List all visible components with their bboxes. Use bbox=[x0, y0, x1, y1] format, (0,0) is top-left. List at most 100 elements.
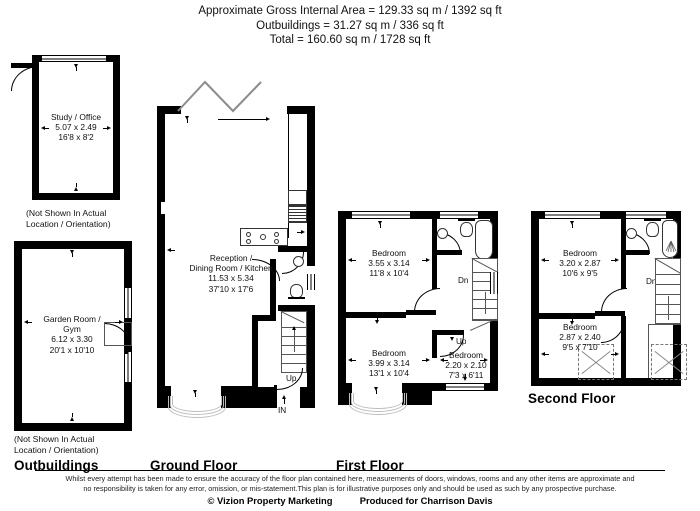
reception-room-label: Reception / Dining Room / Kitchen 11.53 … bbox=[172, 253, 290, 294]
sf-wall-mid-right bbox=[595, 311, 625, 316]
gross-internal-area: Approximate Gross Internal Area = 129.33… bbox=[198, 5, 502, 17]
ff-landing-window bbox=[490, 272, 498, 294]
ff-bay-arc-1 bbox=[349, 393, 407, 415]
gf-tick-left-stem bbox=[171, 249, 175, 251]
kitchen-appliance bbox=[288, 205, 307, 223]
hob-burner-2 bbox=[246, 239, 251, 244]
study-name: Study / Office bbox=[50, 112, 102, 122]
gf-entrance-label: IN bbox=[278, 406, 287, 415]
hob-burner-4 bbox=[274, 232, 279, 237]
hob-burner-5 bbox=[274, 239, 279, 244]
ff-tick-small-left-stem bbox=[444, 359, 448, 361]
sf-tick-left-lower-stem bbox=[545, 353, 549, 355]
ground-floor-title: Ground Floor bbox=[150, 458, 238, 473]
sf-tick-left-upper-stem bbox=[545, 259, 549, 261]
bifold-doors-icon bbox=[177, 80, 262, 113]
ff-stair-step-3 bbox=[472, 290, 498, 291]
gf-wall-hall-top bbox=[278, 246, 315, 252]
sf-landing-wall-line bbox=[648, 324, 649, 378]
gf-bay-arc-2 bbox=[170, 396, 224, 415]
gf-tick-left bbox=[167, 248, 171, 252]
garden-imperial: 20'1 x 10'10 bbox=[49, 344, 95, 355]
kitchen-sink bbox=[288, 190, 307, 205]
ff-bedroom-rear-label: Bedroom 3.99 x 3.14 13'1 x 10'4 bbox=[352, 348, 426, 379]
gf-stairs-up-label: Up bbox=[286, 374, 297, 383]
study-tick-left bbox=[41, 126, 45, 130]
outbuildings-title: Outbuildings bbox=[14, 458, 99, 473]
ff-bay-tick bbox=[374, 387, 378, 391]
sf-tick-right-lower-stem bbox=[611, 353, 615, 355]
garden-wall-top bbox=[14, 241, 132, 249]
sf-wall-front bbox=[531, 378, 681, 386]
gf-tick-right bbox=[301, 230, 305, 234]
produced-for-text: Produced for Charrison Davis bbox=[359, 495, 493, 507]
gf-bay-arc-3 bbox=[172, 396, 222, 412]
study-metric: 5.07 x 2.49 bbox=[55, 122, 97, 133]
ff-bedroom-small-imperial: 7'3 x 6'11 bbox=[448, 370, 484, 381]
sf-wall-rear-bed-right bbox=[621, 316, 626, 378]
gf-wall-right-rear bbox=[307, 106, 315, 266]
sf-dormer-front-right-cross bbox=[651, 344, 687, 380]
area-summary: Approximate Gross Internal Area = 129.33… bbox=[0, 4, 700, 48]
garden-room-label: Garden Room / Gym 6.12 x 3.30 20'1 x 10'… bbox=[22, 314, 122, 355]
ff-tick-rear bbox=[378, 221, 382, 225]
garden-tick-left bbox=[24, 320, 28, 324]
wc-basin bbox=[293, 256, 304, 267]
gf-entrance-arrow bbox=[282, 395, 286, 399]
study-location-note: (Not Shown In Actual Location / Orientat… bbox=[26, 208, 111, 229]
gf-stair-direction-arrow bbox=[291, 326, 296, 330]
ff-window-bedroom bbox=[352, 211, 410, 219]
ff-tick-mid-stem bbox=[376, 317, 378, 321]
ff-tick-left-upper bbox=[348, 258, 352, 262]
ff-bedroom-door-swing bbox=[414, 288, 440, 312]
sf-wall-left bbox=[531, 211, 539, 386]
gf-tick-rear bbox=[185, 116, 189, 120]
gf-wall-wc-bottom bbox=[278, 305, 315, 311]
garden-tick-left-stem bbox=[28, 321, 32, 323]
gf-bay-wall-left bbox=[157, 386, 171, 408]
sf-bedroom-door-swing bbox=[601, 288, 627, 312]
study-tick-right bbox=[107, 126, 111, 130]
study-office-label: Study / Office 5.07 x 2.49 16'8 x 8'2 bbox=[36, 112, 116, 143]
outbuildings-area: Outbuildings = 31.27 sq m / 336 sq ft bbox=[256, 19, 444, 32]
study-tick-top bbox=[74, 64, 78, 68]
garden-tick-bottom bbox=[70, 417, 74, 421]
ff-bay-wall-right bbox=[402, 383, 432, 405]
garden-tick-top bbox=[70, 250, 74, 254]
sf-tick-rear-stem bbox=[571, 224, 573, 228]
garden-tick-bottom-stem bbox=[71, 413, 73, 417]
total-area: Total = 160.60 sq m / 1728 sq ft bbox=[269, 34, 431, 46]
gf-wall-right-front bbox=[307, 311, 315, 391]
ff-bedroom-rear-metric: 3.99 x 3.14 bbox=[368, 358, 410, 369]
garden-window-lower bbox=[124, 352, 132, 382]
ff-bedroom-front-name: Bedroom bbox=[372, 248, 406, 258]
ff-bedroom-rear-imperial: 13'1 x 10'4 bbox=[369, 368, 409, 379]
ff-wall-rear bbox=[338, 211, 498, 219]
ff-bedroom-small-metric: 2.20 x 2.10 bbox=[445, 360, 487, 371]
ff-small-bed-window bbox=[446, 383, 484, 391]
ff-bedroom-front-label: Bedroom 3.55 x 3.14 11'8 x 10'4 bbox=[352, 248, 426, 279]
copyright-text: © Vizion Property Marketing bbox=[207, 495, 333, 507]
ff-tick-right-upper bbox=[426, 258, 430, 262]
gf-bay-wall-right bbox=[221, 386, 252, 408]
gf-tick-rear-stem bbox=[186, 119, 188, 123]
gf-bay-tick bbox=[193, 390, 197, 394]
garden-wall-bottom bbox=[14, 423, 132, 431]
sf-tick-right-lower bbox=[615, 352, 619, 356]
study-imperial: 16'8 x 8'2 bbox=[58, 132, 94, 143]
sf-stair-step-2 bbox=[655, 284, 681, 285]
ff-wall-mid-right bbox=[406, 310, 436, 315]
ff-tick-right-upper-stem bbox=[422, 259, 426, 261]
gf-wall-left-lower bbox=[157, 214, 165, 386]
study-window-top bbox=[42, 55, 106, 62]
ff-bay-wall-left bbox=[338, 383, 352, 405]
ff-bedroom-front-imperial: 11'8 x 10'4 bbox=[369, 268, 409, 279]
garden-tick-top-stem bbox=[71, 253, 73, 257]
kitchen-counter-line bbox=[288, 114, 289, 238]
sf-wall-bath-left bbox=[621, 215, 626, 255]
ff-bay-arc-3 bbox=[353, 393, 403, 409]
reception-name-line2: Dining Room / Kitchen bbox=[189, 263, 273, 274]
gf-entrance-arrow-stem bbox=[283, 399, 285, 404]
sf-bedroom-front-name: Bedroom bbox=[563, 248, 597, 258]
